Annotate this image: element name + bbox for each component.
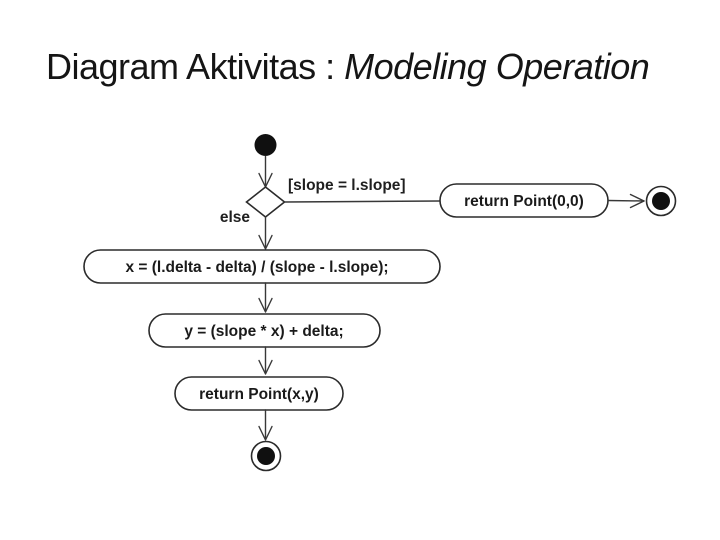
action-compute-x <box>83 249 441 284</box>
guard-label-else: else <box>220 209 251 226</box>
action-return-origin-label: return Point(0,0) <box>464 193 584 210</box>
edge-return-origin-to-end <box>607 199 645 202</box>
arrowhead-down-icon <box>258 297 273 313</box>
page-title-prefix: Diagram Aktivitas : <box>46 46 345 87</box>
action-return-point-label: return Point(x,y) <box>199 386 319 403</box>
initial-node-icon <box>254 134 277 156</box>
final-node-inner-icon <box>652 192 670 210</box>
decision-diamond <box>245 185 286 219</box>
guard-label-slope-equal: [slope = l.slope] <box>288 177 406 194</box>
arrowhead-down-icon <box>258 359 273 375</box>
arrowhead-down-icon <box>258 425 273 441</box>
page-title: Diagram Aktivitas : Modeling Operation <box>46 46 650 87</box>
action-compute-y-label: y = (slope * x) + delta; <box>184 323 343 340</box>
arrowhead-right-icon <box>629 193 645 209</box>
edge-decision-to-return-origin <box>283 200 441 203</box>
page-title-emphasis: Modeling Operation <box>344 46 650 87</box>
action-return-point <box>174 376 344 411</box>
arrowhead-down-icon <box>258 234 273 250</box>
final-node-inner-icon <box>257 447 275 465</box>
action-compute-y <box>148 313 381 348</box>
action-compute-x-label: x = (l.delta - delta) / (slope - l.slope… <box>125 259 388 276</box>
